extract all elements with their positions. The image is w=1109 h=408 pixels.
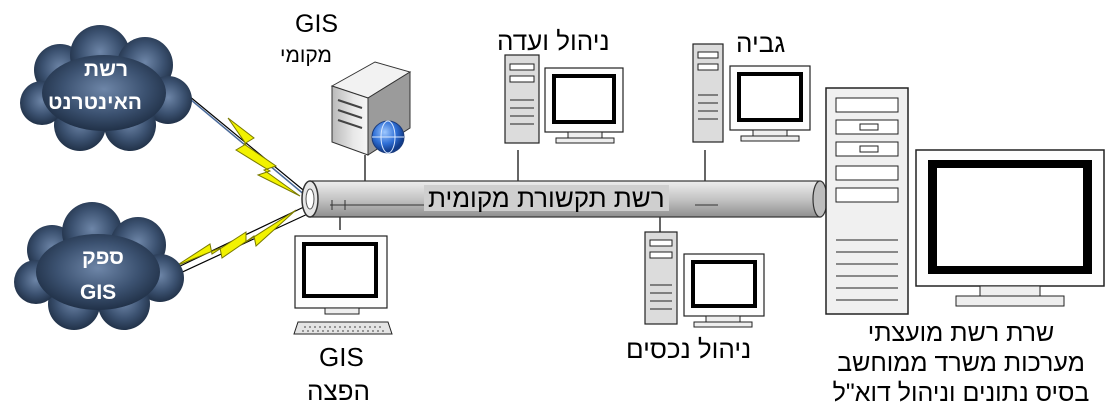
internet-cloud [20, 25, 192, 151]
fiber-line-internet [172, 84, 306, 196]
local-gis-label-line2: מקומי [280, 45, 332, 66]
billing-label: גביה [736, 30, 785, 56]
server-caption: שרת רשת מועצתי מערכות משרד ממוחשב בסיס נ… [826, 318, 1096, 408]
local-gis-server-icon [332, 62, 410, 155]
committee-workstation-icon [505, 55, 623, 143]
internet-cloud-label-line2: האינטרנט [48, 92, 142, 113]
gis-distribution-terminal-icon [294, 236, 392, 334]
server-caption-line1: שרת רשת מועצתי [826, 318, 1096, 348]
internet-cloud-label-line1: רשת [84, 59, 128, 80]
assets-workstation-icon [645, 232, 764, 327]
gis-provider-cloud-label-line2: GIS [80, 282, 116, 303]
local-gis-label-line1: GIS [295, 12, 338, 37]
gis-provider-cloud-label-line1: ספק [82, 247, 124, 268]
server-caption-line3: בסיס נתונים וניהול דוא"ל [826, 378, 1096, 408]
main-server-icon [826, 88, 1104, 314]
server-caption-line2: מערכות משרד ממוחשב [826, 348, 1096, 378]
lightning-bolt-bottom [176, 210, 296, 266]
gis-distribution-label-line2: הפצה [307, 378, 370, 404]
billing-workstation-icon [693, 44, 810, 142]
committee-label: ניהול ועדה [497, 28, 610, 54]
assets-label: ניהול נכסים [626, 336, 751, 362]
gis-distribution-label-line1: GIS [319, 344, 364, 370]
lan-backbone-label: רשת תקשורת מקומית [424, 185, 669, 211]
